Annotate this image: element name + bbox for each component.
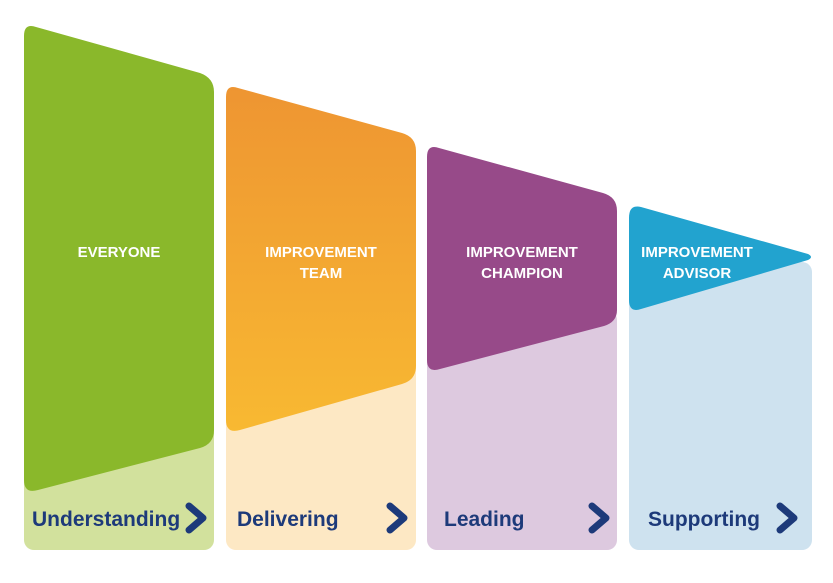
stage-panel-supporting <box>629 262 812 550</box>
stage-panel-leading <box>427 310 617 550</box>
role-label-improvement-team-line1: IMPROVEMENT <box>265 244 377 261</box>
stage-label-understanding: Understanding <box>32 508 180 531</box>
stage-label-delivering: Delivering <box>237 508 339 531</box>
role-shape-improvement-champion <box>427 147 617 370</box>
stage-label-supporting: Supporting <box>648 508 760 531</box>
chevron-right-icon <box>185 502 207 534</box>
role-shape-everyone <box>24 26 214 491</box>
column-improvement-champion: IMPROVEMENT CHAMPION Leading <box>427 147 617 550</box>
chevron-right-icon <box>776 502 798 534</box>
column-improvement-advisor: IMPROVEMENT ADVISOR Supporting <box>629 206 812 550</box>
role-shape-improvement-advisor <box>629 206 811 310</box>
stage-label-leading: Leading <box>444 508 525 531</box>
role-label-improvement-advisor-line1: IMPROVEMENT <box>641 244 753 261</box>
chevron-right-icon <box>386 502 408 534</box>
role-label-improvement-advisor-line2: ADVISOR <box>663 265 732 282</box>
chevron-right-icon <box>588 502 610 534</box>
role-shape-improvement-team <box>226 87 416 431</box>
column-everyone: EVERYONE Understanding <box>24 26 214 550</box>
column-improvement-team: IMPROVEMENT TEAM Delivering <box>226 87 416 550</box>
role-label-improvement-team-line2: TEAM <box>300 265 343 282</box>
role-label-improvement-champion-line1: IMPROVEMENT <box>466 244 578 261</box>
role-label-improvement-champion-line2: CHAMPION <box>481 265 563 282</box>
role-label-everyone-line1: EVERYONE <box>78 244 161 261</box>
